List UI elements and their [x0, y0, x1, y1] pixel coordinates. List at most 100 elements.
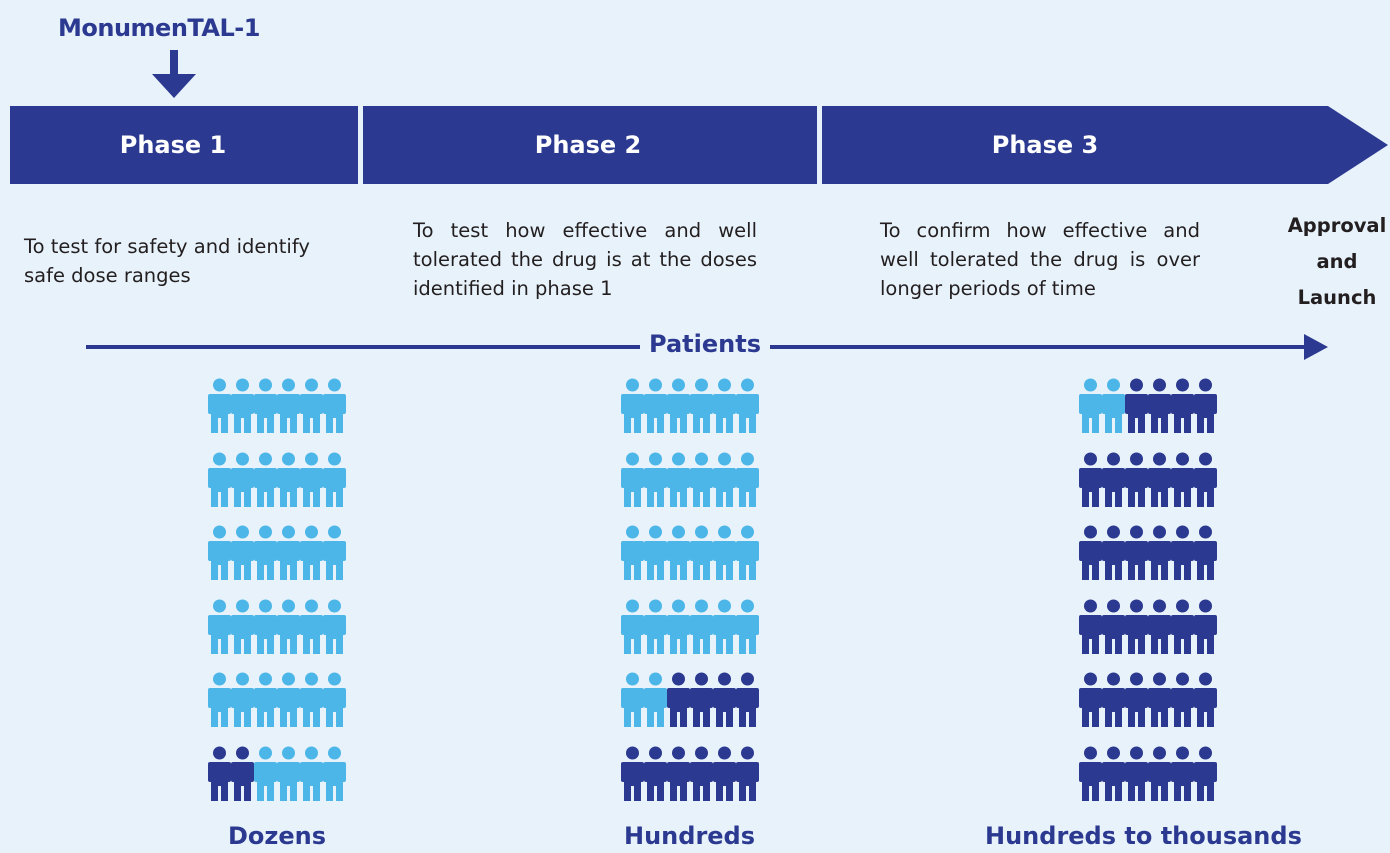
person-icon	[1125, 378, 1148, 433]
person-icon	[690, 378, 713, 433]
person-icon	[1125, 599, 1148, 654]
person-icon	[644, 525, 667, 580]
person-icon	[208, 378, 231, 433]
person-icon	[208, 746, 231, 801]
person-icon	[1171, 672, 1194, 727]
person-icon	[1171, 746, 1194, 801]
person-icon	[208, 525, 231, 580]
phase-3-description: To confirm how effective and well tolera…	[880, 219, 1200, 300]
people-row	[1079, 672, 1219, 746]
phase-2-description: To test how effective and well tolerated…	[413, 219, 757, 300]
person-icon	[667, 525, 690, 580]
people-row	[1079, 746, 1219, 820]
person-icon	[323, 599, 346, 654]
person-icon	[644, 378, 667, 433]
person-icon	[713, 746, 736, 801]
person-icon	[300, 378, 323, 433]
person-icon	[300, 525, 323, 580]
person-icon	[277, 378, 300, 433]
person-icon	[621, 525, 644, 580]
person-icon	[644, 672, 667, 727]
person-icon	[1125, 672, 1148, 727]
person-icon	[231, 378, 254, 433]
person-icon	[1194, 525, 1217, 580]
person-icon	[1125, 452, 1148, 507]
person-icon	[736, 746, 759, 801]
study-label: MonumenTAL-1	[58, 14, 260, 42]
phase-1-description: To test for safety and identify safe dos…	[24, 235, 310, 287]
approval-line-2: and	[1316, 250, 1358, 273]
people-row	[208, 672, 348, 746]
person-icon	[277, 746, 300, 801]
person-icon	[277, 525, 300, 580]
people-row	[621, 599, 761, 673]
person-icon	[254, 599, 277, 654]
person-icon	[1102, 599, 1125, 654]
person-icon	[1194, 672, 1217, 727]
person-icon	[667, 672, 690, 727]
phase-1-title: Phase 1	[119, 131, 227, 159]
person-icon	[277, 599, 300, 654]
person-icon	[736, 378, 759, 433]
person-icon	[1102, 672, 1125, 727]
people-row	[621, 672, 761, 746]
people-row	[208, 378, 348, 452]
person-icon	[300, 599, 323, 654]
down-arrow-icon	[152, 50, 196, 98]
people-row	[1079, 599, 1219, 673]
person-icon	[690, 746, 713, 801]
person-icon	[231, 746, 254, 801]
person-icon	[736, 599, 759, 654]
person-icon	[1148, 672, 1171, 727]
people-row	[621, 525, 761, 599]
person-icon	[621, 746, 644, 801]
person-icon	[1148, 599, 1171, 654]
phase-2-title: Phase 2	[534, 131, 642, 159]
person-icon	[1148, 452, 1171, 507]
person-icon	[231, 525, 254, 580]
phase-1-patient-count: Dozens	[228, 822, 327, 850]
person-icon	[1125, 746, 1148, 801]
person-icon	[713, 452, 736, 507]
person-icon	[621, 672, 644, 727]
person-icon	[1148, 525, 1171, 580]
person-icon	[644, 746, 667, 801]
person-icon	[1102, 746, 1125, 801]
person-icon	[644, 452, 667, 507]
person-icon	[1148, 378, 1171, 433]
person-icon	[208, 452, 231, 507]
people-row	[1079, 525, 1219, 599]
person-icon	[667, 378, 690, 433]
person-icon	[1079, 452, 1102, 507]
person-icon	[1079, 525, 1102, 580]
person-icon	[667, 452, 690, 507]
person-icon	[667, 746, 690, 801]
person-icon	[208, 599, 231, 654]
people-row	[208, 452, 348, 526]
person-icon	[323, 525, 346, 580]
approval-and-launch: Approval and Launch	[1262, 208, 1390, 316]
person-icon	[300, 746, 323, 801]
approval-line-3: Launch	[1297, 286, 1377, 309]
person-icon	[254, 672, 277, 727]
person-icon	[1079, 672, 1102, 727]
person-icon	[254, 452, 277, 507]
person-icon	[1079, 378, 1102, 433]
person-icon	[323, 672, 346, 727]
people-row	[1079, 378, 1219, 452]
person-icon	[1079, 599, 1102, 654]
person-icon	[277, 452, 300, 507]
person-icon	[1194, 452, 1217, 507]
person-icon	[736, 525, 759, 580]
person-icon	[254, 746, 277, 801]
person-icon	[1102, 378, 1125, 433]
person-icon	[323, 452, 346, 507]
person-icon	[254, 525, 277, 580]
person-icon	[323, 746, 346, 801]
people-row	[621, 378, 761, 452]
person-icon	[736, 672, 759, 727]
person-icon	[713, 672, 736, 727]
person-icon	[1171, 525, 1194, 580]
people-row	[208, 525, 348, 599]
person-icon	[1194, 746, 1217, 801]
